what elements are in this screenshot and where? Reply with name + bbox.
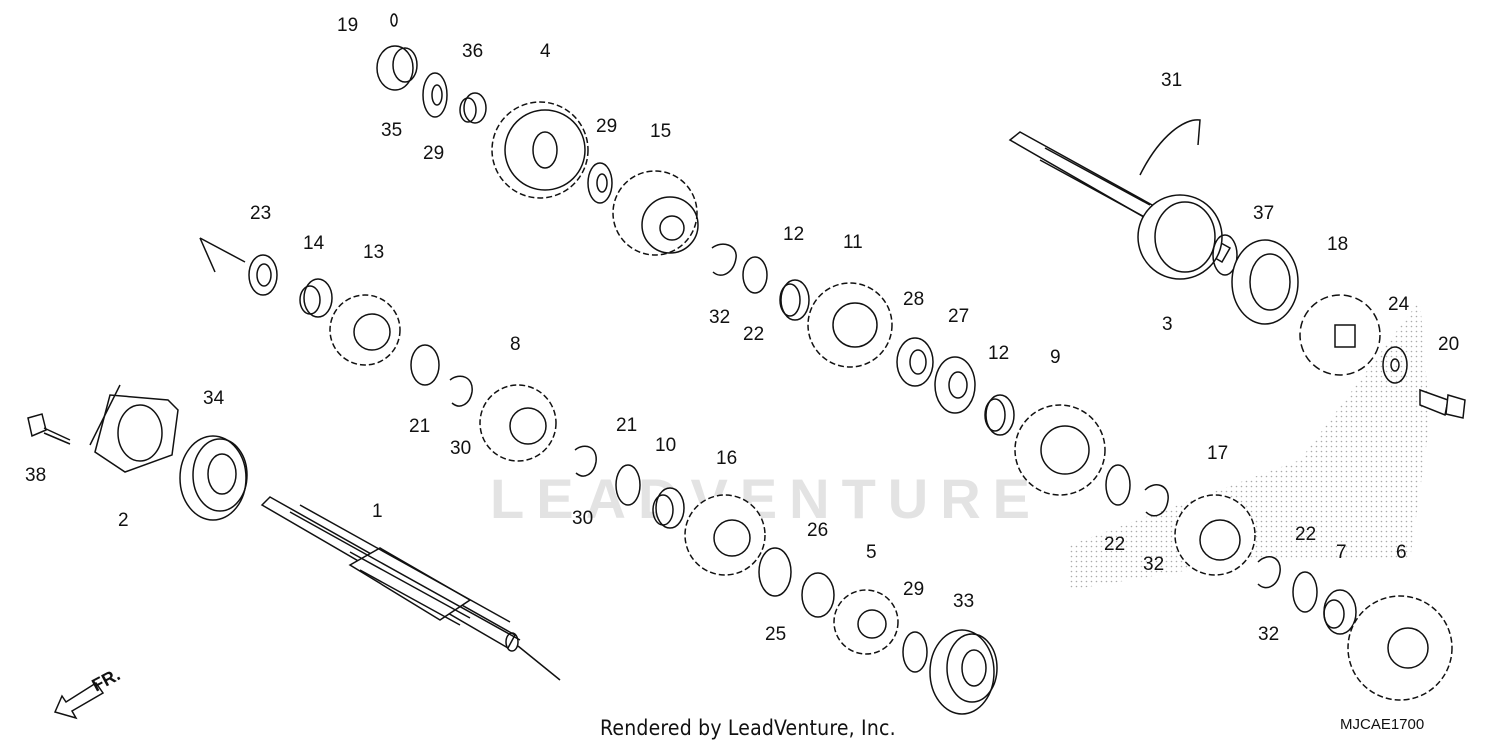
oil-seal-part[interactable] [1231, 239, 1299, 325]
part-label[interactable]: 22 [1295, 524, 1316, 545]
part-label[interactable]: 32 [1143, 554, 1164, 575]
part-label[interactable]: 13 [363, 242, 384, 263]
washer-part[interactable] [1292, 571, 1318, 613]
part-label[interactable]: 27 [948, 306, 969, 327]
part-label[interactable]: 18 [1327, 234, 1348, 255]
lock-washer-part[interactable] [934, 356, 976, 414]
part-label[interactable]: 29 [903, 579, 924, 600]
gear-15-part[interactable] [612, 170, 699, 256]
gear-6-part[interactable] [1347, 595, 1453, 701]
wire-clip-part[interactable] [1139, 119, 1201, 176]
bushing-part[interactable] [984, 394, 1015, 436]
bushing-part[interactable] [779, 279, 810, 321]
part-label[interactable]: 33 [953, 591, 974, 612]
washer-part[interactable] [902, 631, 928, 673]
circlip-part[interactable] [574, 445, 597, 477]
mainshaft-part[interactable] [260, 496, 561, 681]
part-label[interactable]: 6 [1396, 542, 1407, 563]
circlip-part[interactable] [449, 375, 473, 407]
part-label[interactable]: 29 [596, 116, 617, 137]
part-label[interactable]: 19 [337, 15, 358, 36]
part-label[interactable]: 4 [540, 41, 551, 62]
part-label[interactable]: 20 [1438, 334, 1459, 355]
part-label[interactable]: 16 [716, 448, 737, 469]
part-label[interactable]: 32 [709, 307, 730, 328]
part-label[interactable]: 25 [765, 624, 786, 645]
circlip-part[interactable] [1144, 484, 1169, 517]
part-label[interactable]: 21 [409, 416, 430, 437]
part-label[interactable]: 23 [250, 203, 271, 224]
part-labels: 1 2 3 4 5 6 7 8 9 10 11 12 12 13 14 15 1… [25, 15, 1459, 645]
sprocket-plate-part[interactable] [1382, 346, 1408, 384]
part-label[interactable]: 29 [423, 143, 444, 164]
needle-bearing-part[interactable] [376, 13, 418, 91]
part-label[interactable]: 17 [1207, 443, 1228, 464]
front-arrow-icon [53, 681, 105, 720]
collar-part[interactable] [299, 278, 333, 318]
part-label[interactable]: 22 [1104, 534, 1125, 555]
part-label[interactable]: 12 [988, 343, 1009, 364]
part-label[interactable]: 2 [118, 510, 129, 531]
washer-part[interactable] [587, 162, 613, 204]
gear-11-part[interactable] [807, 282, 893, 368]
washer-part[interactable] [615, 464, 641, 506]
bearing-holder-part[interactable] [89, 384, 179, 473]
part-label[interactable]: 21 [616, 415, 637, 436]
bearing-part[interactable] [929, 629, 998, 715]
washer-part[interactable] [410, 344, 440, 386]
gear-8-part[interactable] [479, 384, 557, 462]
part-label[interactable]: 11 [843, 232, 863, 253]
part-label[interactable]: 7 [1336, 542, 1347, 563]
washer-part[interactable] [199, 237, 278, 296]
part-label[interactable]: 5 [866, 542, 877, 563]
part-label[interactable]: 12 [783, 224, 804, 245]
circlip-part[interactable] [1257, 556, 1281, 589]
bolt-part[interactable] [27, 413, 71, 445]
countershaft-part[interactable] [1008, 131, 1238, 280]
part-label[interactable]: 35 [381, 120, 402, 141]
gear-9-part[interactable] [1014, 404, 1106, 496]
collar-part[interactable] [1323, 589, 1357, 635]
part-label[interactable]: 22 [743, 324, 764, 345]
part-label[interactable]: 9 [1050, 347, 1061, 368]
drive-sprocket-part[interactable] [1299, 294, 1381, 376]
part-label[interactable]: 34 [203, 388, 225, 409]
part-label[interactable]: 1 [372, 501, 383, 522]
part-label[interactable]: 38 [25, 465, 46, 486]
gear-5-part[interactable] [833, 589, 899, 655]
part-label[interactable]: 3 [1162, 314, 1173, 335]
part-label[interactable]: 37 [1253, 203, 1274, 224]
part-label[interactable]: 32 [1258, 624, 1279, 645]
gear-16-part[interactable] [684, 494, 766, 576]
bushing-part[interactable] [652, 487, 685, 529]
thrust-washer-part[interactable] [896, 337, 934, 387]
gear-13-part[interactable] [329, 294, 401, 366]
gear-4-part[interactable] [491, 101, 589, 199]
render-caption: Rendered by LeadVenture, Inc. [600, 716, 896, 740]
washer-part[interactable] [422, 72, 448, 118]
part-label[interactable]: 8 [510, 334, 521, 355]
part-label[interactable]: 15 [650, 121, 671, 142]
part-label[interactable]: 30 [572, 508, 593, 529]
gear-17-part[interactable] [1174, 494, 1256, 576]
thrust-washer-part[interactable] [801, 572, 835, 618]
needle-bearing-small-part[interactable] [459, 92, 487, 124]
washer-part[interactable] [1105, 464, 1131, 506]
part-label[interactable]: 30 [450, 438, 471, 459]
part-label[interactable]: 36 [462, 41, 483, 62]
part-label[interactable]: 26 [807, 520, 828, 541]
dotted-shading [1070, 300, 1430, 590]
lock-washer-part[interactable] [758, 547, 792, 597]
part-label[interactable]: 28 [903, 289, 924, 310]
bearing-part[interactable] [179, 435, 248, 521]
washer-part[interactable] [742, 256, 768, 294]
part-label[interactable]: 14 [303, 233, 325, 254]
flange-bolt-part[interactable] [1419, 388, 1466, 419]
part-label[interactable]: 24 [1388, 294, 1410, 315]
diagram-code: MJCAE1700 [1340, 716, 1425, 733]
part-label[interactable]: 10 [655, 435, 676, 456]
part-label[interactable]: 31 [1161, 70, 1182, 91]
circlip-part[interactable] [711, 243, 737, 276]
